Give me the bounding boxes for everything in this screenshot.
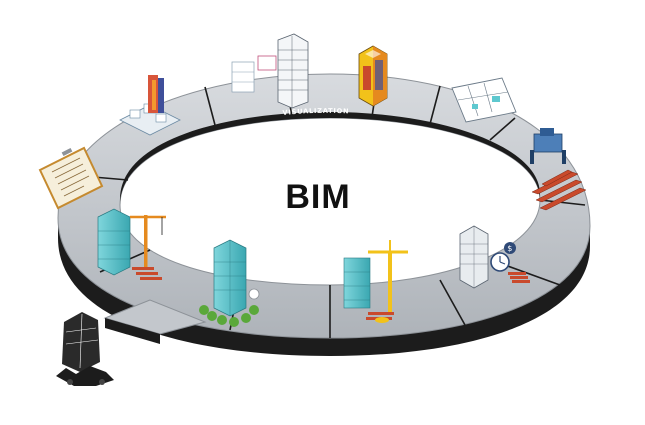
demolition-icon [56,312,114,386]
ring-label-visualization: VISUALIZATION [282,107,349,117]
building-model-icon [231,33,309,109]
diagram-center-title: BIM [285,178,351,216]
construction-phase-icon [97,208,166,280]
completed-building-icon [199,239,260,327]
segment-dividers [69,75,586,338]
svg-text:$: $ [507,244,512,253]
construction-crane-icon [343,240,408,323]
fabrication-icon [530,128,587,211]
highrise-section-icon [358,45,388,107]
site-plan-icon [119,75,181,136]
checklist-clipboard-icon [38,146,104,210]
ring-tail-side [105,318,160,344]
cost-estimation-icon: $ [459,225,530,289]
floor-plan-icon [451,77,517,123]
